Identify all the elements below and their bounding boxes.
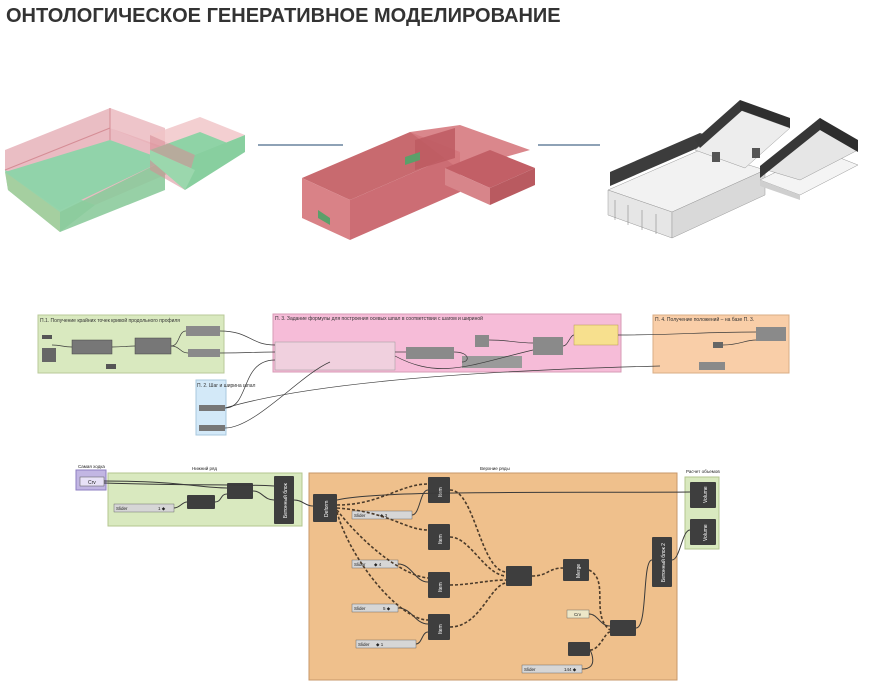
node-volume-bottom[interactable] [690,519,716,545]
svg-text:Бетонный блок: Бетонный блок [282,482,289,518]
node-volume-top[interactable] [690,482,716,508]
svg-text:Slider: Slider [358,642,370,647]
group-g1 [37,314,225,374]
bottom-graph: Самая ходка Нижний ряд Верхние ряды Расч… [75,464,720,681]
svg-text:Item: Item [438,534,444,544]
node-series[interactable] [187,495,215,509]
massing-green-icon [4,108,245,232]
group-g1-title: П.1. Получение крайних точек кривой прод… [40,317,180,324]
svg-text:Item: Item [438,624,444,634]
node-deform[interactable] [313,494,337,522]
svg-text:Slider: Slider [354,562,366,567]
svg-text:Deform: Deform [324,501,330,517]
node-item-1[interactable] [428,477,450,503]
node-item-3[interactable] [428,572,450,598]
svg-text:Merge: Merge [576,564,582,578]
svg-text:Item: Item [438,487,444,497]
svg-text:Slider: Slider [354,513,366,518]
svg-text:◆ 4: ◆ 4 [374,562,382,567]
node-merge-1[interactable] [506,566,532,586]
svg-text:1 ◆: 1 ◆ [158,506,166,511]
svg-text:Crv: Crv [574,612,582,617]
node-series-upper[interactable] [568,642,590,656]
group-g4-title: П. 4. Получение положений – на базе П. 3… [655,316,754,323]
group-upper [308,472,678,681]
svg-text:5 ◆: 5 ◆ [383,606,391,611]
node-item-2[interactable] [428,524,450,550]
group-lower-title: Нижний ряд [192,465,217,471]
node-beton-left[interactable] [274,476,294,524]
node-upper-op[interactable] [610,620,636,636]
svg-text:Item: Item [438,582,444,592]
page-title: ОНТОЛОГИЧЕСКОЕ ГЕНЕРАТИВНОЕ МОДЕЛИРОВАНИ… [6,5,561,27]
top-graph: П.1. Получение крайних точек кривой прод… [37,313,790,436]
svg-text:Crv: Crv [88,480,96,486]
svg-text:◆ 1: ◆ 1 [376,642,384,647]
svg-text:Slider: Slider [524,667,536,672]
massing-red-icon [302,125,535,240]
node-merge-2[interactable] [563,559,589,581]
node-lower-op[interactable] [227,483,253,499]
svg-text:◆ 3: ◆ 3 [380,513,388,518]
svg-text:144 ◆: 144 ◆ [564,667,577,672]
wire-set [103,480,691,670]
group-source-title: Самая ходка [78,464,105,469]
node-item-4[interactable] [428,614,450,640]
group-volume-title: Расчет объемов [686,469,720,474]
svg-text:Slider: Slider [354,606,366,611]
svg-text:Slider: Slider [116,506,128,511]
group-upper-title: Верхние ряды [480,466,510,471]
group-g2-title: П. 2. Шаг и ширина шпал [197,383,255,389]
svg-text:Volume: Volume [703,486,709,503]
building-model-icon [607,100,859,239]
group-g3-title: П. 3. Задание формулы для построения осе… [275,315,483,322]
svg-text:Volume: Volume [703,524,709,541]
svg-text:Бетонный блок 2: Бетонный блок 2 [660,543,667,582]
dashed-wire-set [336,483,611,651]
node-beton-right[interactable] [652,537,672,587]
